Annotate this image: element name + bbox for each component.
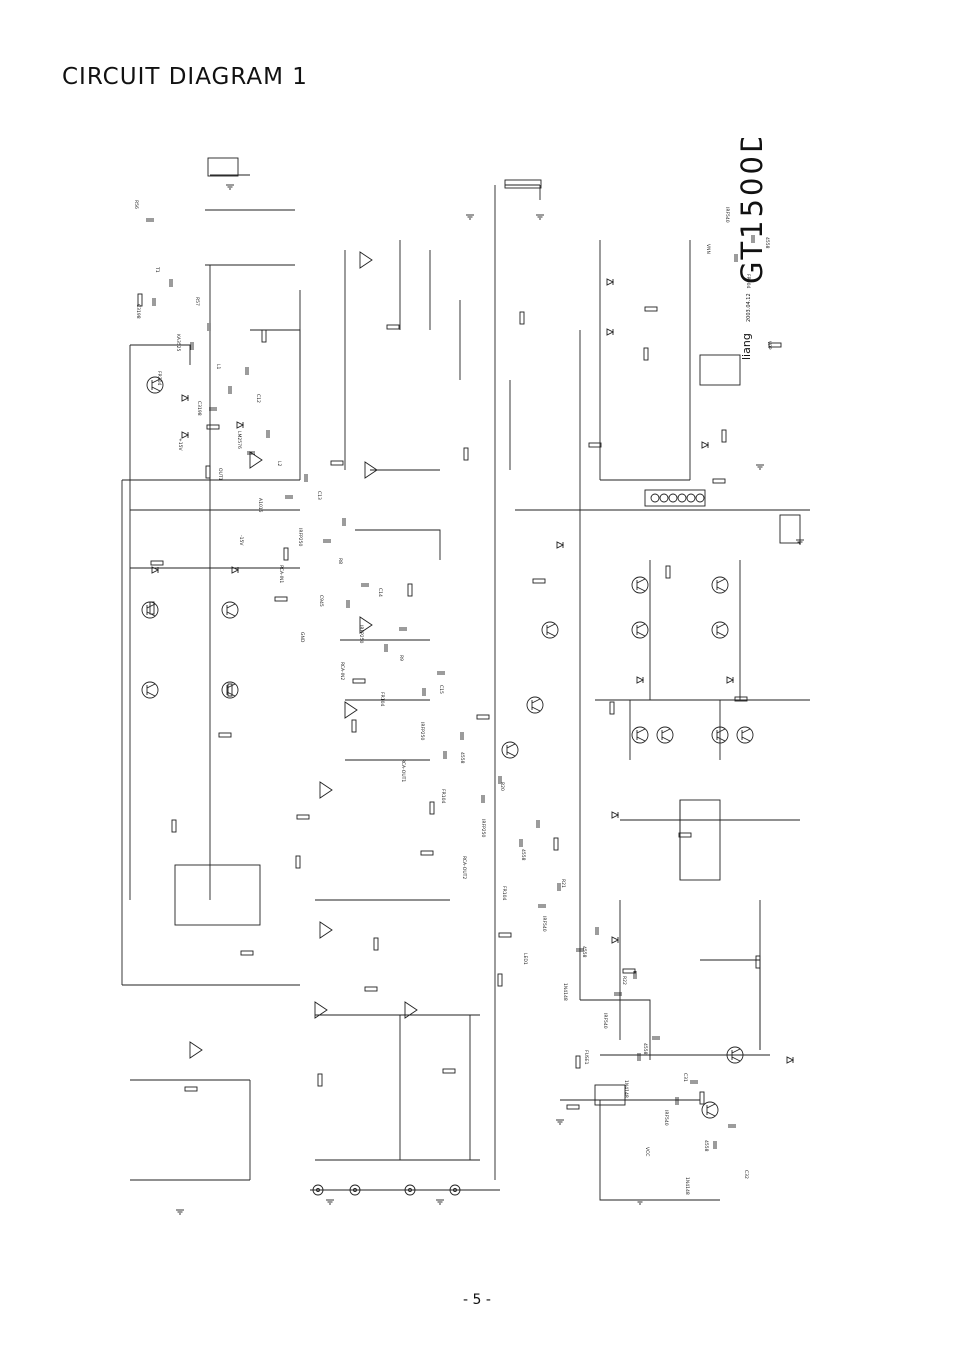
svg-text:VNN: VNN [705,244,711,254]
author-label: liang 2003.04.12 [740,293,753,360]
svg-text:T1: T1 [154,266,160,273]
date-text: 2003.04.12 [746,293,752,322]
svg-text:IRF540: IRF540 [602,1013,608,1029]
svg-text:C14: C14 [377,588,383,597]
svg-text:FR104: FR104 [379,692,385,706]
svg-text:IRFP250: IRFP250 [358,625,364,643]
svg-text:4558: 4558 [459,752,465,764]
svg-text:C3198: C3198 [196,401,202,416]
svg-text:R56: R56 [133,200,139,209]
model-label: GT1500D [736,138,769,284]
svg-text:R9: R9 [398,655,404,661]
svg-text:LM2576: LM2576 [236,431,242,449]
svg-text:FR304: FR304 [745,274,751,288]
author-text: liang [740,333,753,360]
svg-text:RCA-IN1: RCA-IN1 [278,565,284,583]
svg-text:4558: 4558 [642,1043,648,1055]
svg-text:KA3525: KA3525 [175,334,181,352]
svg-text:1N4148: 1N4148 [684,1177,690,1195]
svg-text:VCC: VCC [644,1147,650,1156]
svg-text:-15V: -15V [238,535,244,546]
schematic-components [137,157,804,1215]
svg-text:RCA-OUT1: RCA-OUT1 [400,759,406,782]
svg-text:IRF540: IRF540 [541,916,547,932]
svg-text:FR104: FR104 [440,789,446,803]
svg-text:C3198: C3198 [135,304,141,319]
svg-text:R8: R8 [337,558,343,564]
svg-text:C32: C32 [743,1170,749,1179]
svg-text:IRF540: IRF540 [663,1110,669,1126]
svg-text:IRFP250: IRFP250 [480,819,486,837]
svg-text:RCA-IN2: RCA-IN2 [339,662,345,680]
svg-text:GND: GND [299,632,305,643]
svg-text:IRF540: IRF540 [724,207,730,223]
svg-text:1N4148: 1N4148 [562,983,568,1001]
svg-text:FUSE1: FUSE1 [583,1050,589,1065]
svg-text:VPP: VPP [766,341,772,350]
svg-text:C13: C13 [316,491,322,500]
svg-text:4558: 4558 [520,849,526,861]
page-number: - 5 - [463,1292,491,1308]
svg-text:RCA-OUT2: RCA-OUT2 [461,856,467,879]
svg-text:L1: L1 [215,364,221,370]
svg-text:L2: L2 [276,461,282,467]
svg-text:FR104: FR104 [501,886,507,900]
svg-text:FR304: FR304 [156,371,162,385]
svg-text:+15V: +15V [177,438,183,451]
svg-text:C12: C12 [255,394,261,403]
svg-text:IRFP250: IRFP250 [419,722,425,740]
svg-text:A1015: A1015 [257,498,263,513]
svg-text:R21: R21 [560,879,566,888]
svg-text:4558: 4558 [764,237,770,249]
svg-text:R20: R20 [499,782,505,791]
svg-text:C31: C31 [682,1073,688,1082]
svg-text:IRFP250: IRFP250 [297,528,303,546]
svg-text:C945: C945 [318,595,324,607]
svg-text:R22: R22 [621,976,627,985]
model-text: GT1500D [736,138,769,284]
svg-text:4558: 4558 [581,946,587,958]
page-title: CIRCUIT DIAGRAM 1 [62,64,308,90]
svg-text:OUT1: OUT1 [217,468,223,481]
svg-text:4558: 4558 [703,1140,709,1152]
schematic-wires [121,174,810,1201]
svg-text:1N4148: 1N4148 [623,1080,629,1098]
svg-text:LED1: LED1 [522,953,528,965]
svg-text:R57: R57 [194,297,200,306]
svg-text:C15: C15 [438,685,444,694]
